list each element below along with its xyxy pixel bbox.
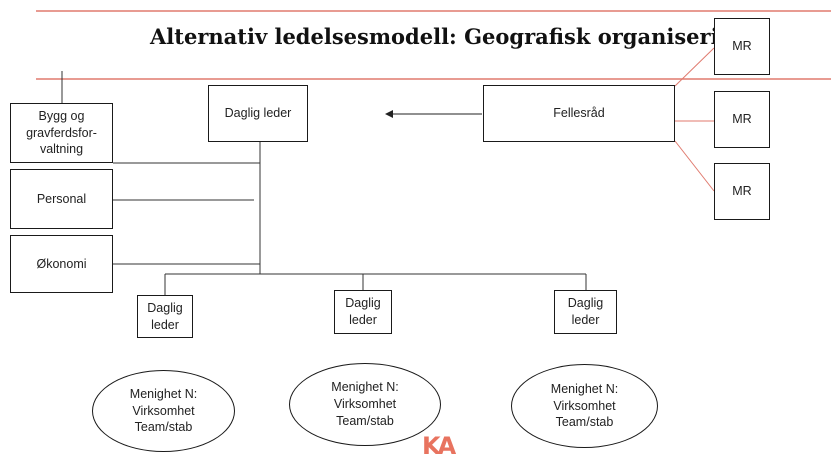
personal-label: Personal	[36, 191, 87, 206]
daglig-leder-sub-label-1: Daglig leder	[147, 300, 183, 332]
daglig-leder-sub-label-2: Daglig leder	[345, 296, 381, 327]
daglig-leder-top-box: Daglig leder	[208, 85, 308, 142]
mr-label-2: MR	[732, 112, 752, 127]
fellesrad-label: Fellesråd	[553, 106, 605, 121]
fellesrad-box: Fellesråd	[483, 85, 675, 142]
daglig-leder-sub-label-3: Daglig leder	[567, 296, 604, 327]
menighet-label-1: Menighet N: Virksomhet Team/stab	[129, 386, 198, 435]
daglig-leder-sub-box-2: Daglig leder	[334, 290, 392, 334]
bygg-label: Bygg og gravferdsfor- valtning	[26, 108, 97, 157]
mr-label-1: MR	[732, 39, 752, 54]
mr-box-2: MR	[714, 91, 770, 148]
bygg-box: Bygg og gravferdsfor- valtning	[10, 103, 113, 163]
mr-connector-3	[674, 140, 715, 192]
page-title: Alternativ ledelsesmodell: Geografisk or…	[150, 24, 749, 49]
menighet-ellipse-3: Menighet N: Virksomhet Team/stab	[511, 364, 658, 448]
daglig-leder-sub-box-1: Daglig leder	[137, 295, 193, 338]
menighet-ellipse-2: Menighet N: Virksomhet Team/stab	[289, 363, 441, 446]
daglig-leder-top-label: Daglig leder	[224, 106, 292, 121]
mr-box-3: MR	[714, 163, 770, 220]
mr-box-1: MR	[714, 18, 770, 75]
personal-box: Personal	[10, 169, 113, 229]
okonomi-label: Økonomi	[36, 256, 87, 271]
mr-label-3: MR	[732, 184, 752, 199]
menighet-ellipse-1: Menighet N: Virksomhet Team/stab	[92, 370, 235, 452]
okonomi-box: Økonomi	[10, 235, 113, 293]
menighet-label-2: Menighet N: Virksomhet Team/stab	[331, 380, 399, 428]
menighet-label-3: Menighet N: Virksomhet Team/stab	[550, 381, 619, 430]
ka-logo: KA	[422, 432, 456, 460]
daglig-leder-sub-box-3: Daglig leder	[554, 290, 617, 334]
mr-connector-1	[674, 47, 715, 87]
